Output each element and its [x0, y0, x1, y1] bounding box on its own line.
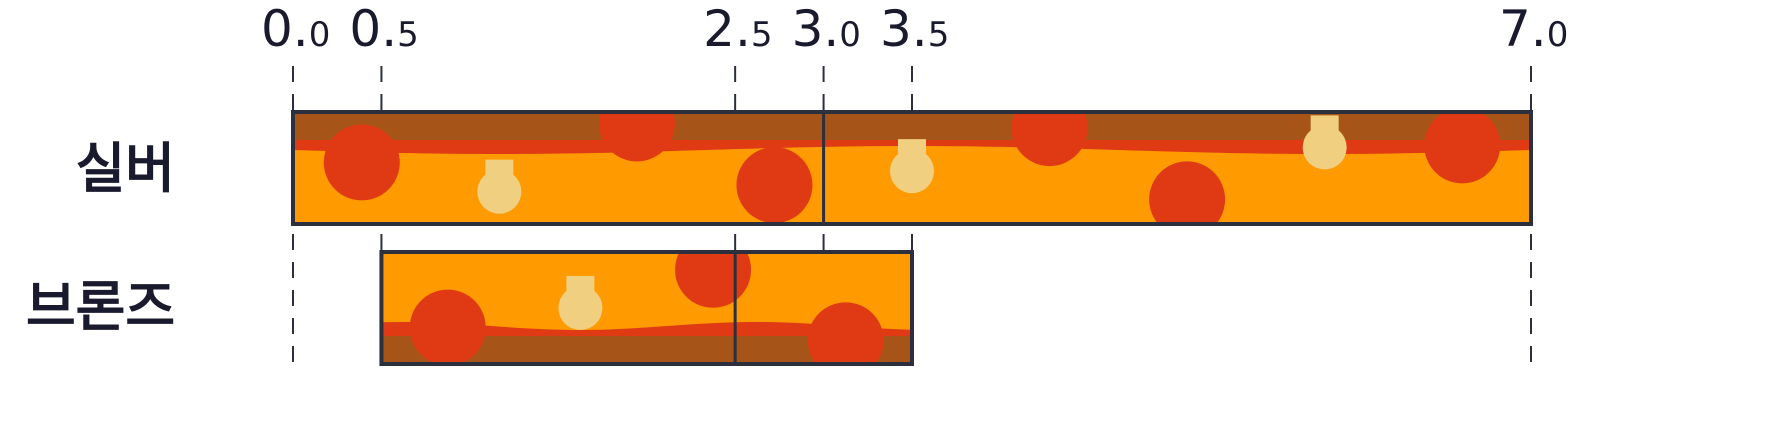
mushroom-stem [898, 139, 926, 162]
mushroom-topping [477, 159, 522, 214]
sauce-layer [293, 140, 1531, 154]
crust-layer [293, 112, 1531, 140]
bar-outline [291, 110, 1533, 226]
x-tick-label: 3.5 [880, 0, 949, 58]
pepperoni-topping [1011, 112, 1088, 167]
pepperoni-topping [1424, 112, 1501, 184]
x-tick-label: 2.5 [703, 0, 772, 58]
mushroom-stem [485, 159, 514, 182]
bar-outline [379, 250, 914, 366]
row-label-silver: 실버 [76, 137, 175, 200]
pepperoni-topping [1149, 161, 1226, 224]
pepperoni-topping [598, 112, 675, 162]
x-axis-tick-labels: 0.0 0.5 2.5 3.0 3.5 7.0 [261, 0, 1568, 58]
pizza-fill [381, 252, 912, 364]
pepperoni-topping [409, 289, 486, 364]
x-tick-label: 3.0 [792, 0, 861, 58]
mushroom-topping [558, 275, 603, 330]
x-tick-label: 7.0 [1499, 0, 1568, 58]
mushroom-topping [890, 139, 934, 194]
mushroom-topping [1302, 115, 1347, 170]
bar-bronze [379, 250, 914, 366]
pepperoni-topping [736, 147, 813, 224]
row-label-bronze: 브론즈 [26, 275, 175, 338]
x-tick-label: 0.5 [349, 0, 418, 58]
mushroom-stem [566, 275, 595, 298]
bar-silver [291, 110, 1533, 226]
pepperoni-topping [807, 302, 884, 364]
pepperoni-topping [323, 124, 400, 201]
pizza-fill [293, 112, 1531, 224]
pepperoni-topping [675, 252, 752, 308]
sauce-layer [381, 322, 912, 336]
x-tick-label: 0.0 [261, 0, 330, 58]
mushroom-stem [1310, 115, 1339, 138]
